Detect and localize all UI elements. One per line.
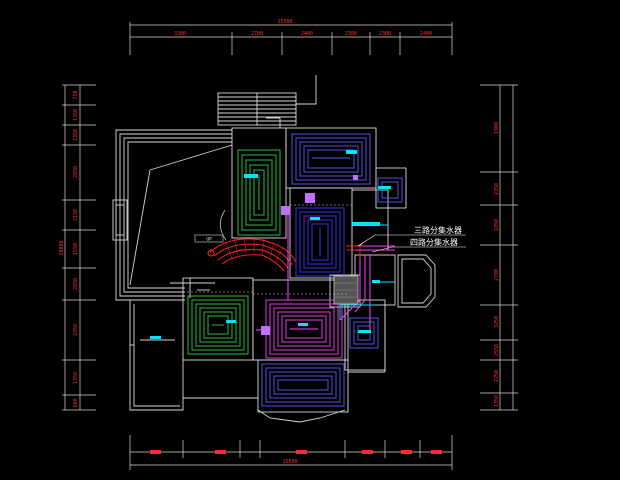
left-dim-10: 600 <box>73 398 79 407</box>
left-dim-2: 1350 <box>73 109 79 121</box>
left-dim-8: 2350 <box>73 324 79 336</box>
top-dim-1: 3300 <box>174 31 186 37</box>
top-dim-3: 2400 <box>301 31 313 37</box>
stair-tread-lines <box>224 236 284 263</box>
top-dim-4: 2300 <box>345 31 357 37</box>
label-4-way-manifold: 四路分集水器 <box>410 237 458 247</box>
right-dim-5: 3250 <box>494 316 500 328</box>
heating-coil-green-upper <box>237 149 281 236</box>
left-dim-5: 2150 <box>73 209 79 221</box>
right-dim-2: 2350 <box>494 183 500 195</box>
left-dim-7: 2850 <box>73 278 79 290</box>
stair-tag: UP <box>206 237 212 242</box>
plant-room <box>333 275 359 305</box>
left-dim-6: 1550 <box>73 243 79 255</box>
return-pipes <box>346 245 361 258</box>
top-total-dim: 15500 <box>277 19 292 25</box>
heating-coil-blue-upper <box>291 133 371 185</box>
callout-leaders <box>357 234 466 253</box>
top-dim-5: 2300 <box>379 31 391 37</box>
right-dim-1: 1900 <box>494 122 500 134</box>
heating-coil-blue-lower <box>261 363 345 407</box>
label-3-way-manifold: 三路分集水器 <box>414 225 462 235</box>
cyan-markers <box>150 150 391 339</box>
stair-tag-box <box>194 234 224 243</box>
bottom-dimension-marks <box>150 450 442 454</box>
left-dim-4: 2850 <box>73 166 79 178</box>
heating-coil-green-lower <box>187 295 249 355</box>
top-dim-6: 2400 <box>420 31 432 37</box>
top-dim-2: 2700 <box>251 31 263 37</box>
left-dim-3: 1350 <box>73 129 79 141</box>
right-dim-4: 2700 <box>494 269 500 281</box>
top-dimension-chain <box>129 22 453 55</box>
left-total-dim: 20000 <box>59 240 65 255</box>
right-dimension-chain <box>480 84 518 411</box>
right-dim-6: 2550 <box>494 344 500 356</box>
left-dim-1: 750 <box>73 90 79 99</box>
manifold-blocks <box>261 175 358 335</box>
bottom-total-dim: 15500 <box>282 459 297 465</box>
left-dim-9: 1350 <box>73 372 79 384</box>
bottom-dimension-chain <box>129 435 453 470</box>
right-dim-3: 1850 <box>494 219 500 231</box>
left-dimension-chain <box>62 84 96 411</box>
right-dim-7: 2250 <box>494 370 500 382</box>
right-dim-8: 1350 <box>494 395 500 407</box>
